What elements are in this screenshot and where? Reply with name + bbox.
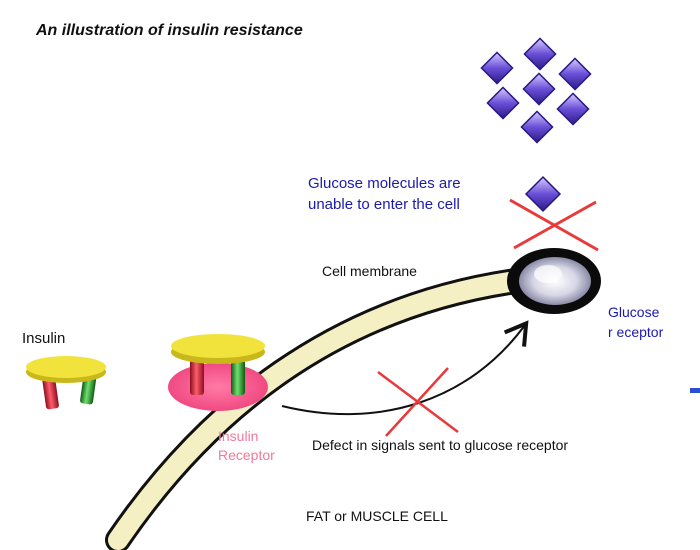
glucose-molecule: [520, 110, 554, 144]
glucose-molecule: [523, 37, 557, 71]
insulin-receptor-label: Insulin Receptor: [218, 427, 275, 465]
signal-defect-label: Defect in signals sent to glucose recept…: [312, 437, 569, 453]
glucose-molecule: [486, 86, 520, 120]
glucose-receptor-label: Glucose r eceptor: [608, 302, 663, 342]
glucose-receptor-label-line2: r eceptor: [608, 324, 664, 340]
blocked-entry-cross: [509, 198, 599, 252]
glucose-blocked-caption: Glucose molecules are unable to enter th…: [308, 173, 461, 215]
glucose-receptor: [507, 248, 601, 314]
glucose-molecule: [480, 51, 514, 85]
edge-mark: [690, 388, 700, 393]
cell-membrane: [105, 265, 553, 550]
cell-membrane-label: Cell membrane: [322, 263, 417, 279]
cell-type-label: FAT or MUSCLE CELL: [306, 508, 448, 524]
insulin-receptor-label-line1: Insulin: [218, 428, 259, 444]
defective-signal-cross: [377, 367, 459, 437]
glucose-molecule: [556, 92, 590, 126]
insulin-molecule: [26, 356, 106, 410]
insulin-receptor-label-line2: Receptor: [218, 447, 275, 463]
bound-insulin: [171, 334, 265, 395]
glucose-blocked-caption-line2: unable to enter the cell: [308, 196, 460, 213]
glucose-molecule: [522, 72, 556, 106]
glucose-blocked-caption-line1: Glucose molecules are: [308, 175, 461, 192]
glucose-molecule-cluster: [480, 37, 592, 144]
diagram-title: An illustration of insulin resistance: [36, 22, 303, 39]
insulin-label: Insulin: [22, 330, 66, 347]
insulin-receptor: [168, 363, 268, 411]
glucose-receptor-label-line1: Glucose: [608, 304, 660, 320]
glucose-molecule: [558, 57, 592, 91]
blocked-glucose-molecule: [524, 175, 562, 213]
